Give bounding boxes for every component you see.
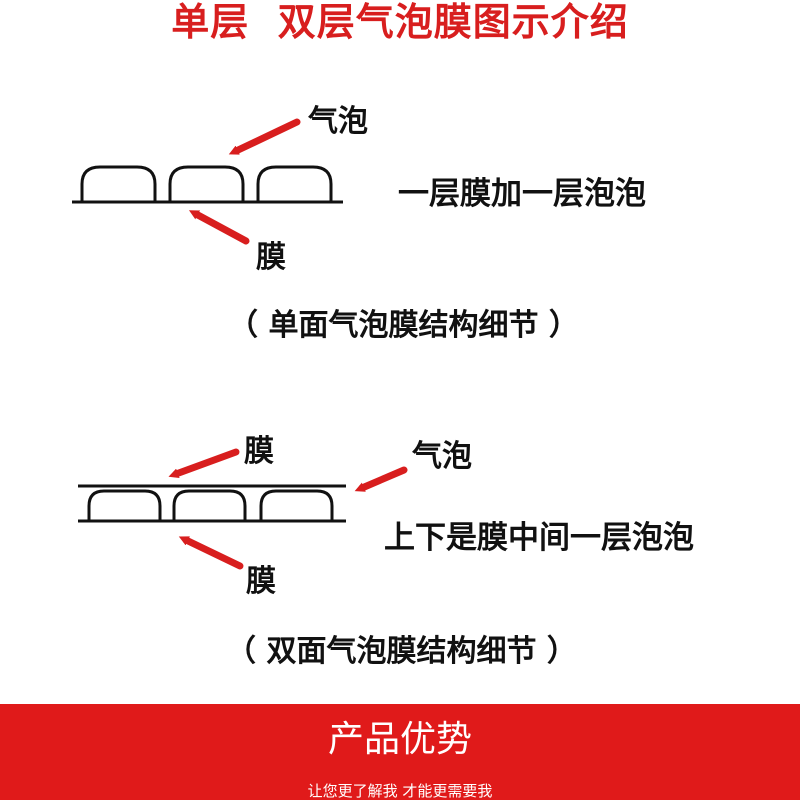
footer-title: 产品优势 bbox=[327, 719, 472, 760]
single-film-arrow bbox=[188, 210, 250, 245]
double-bubble-3 bbox=[259, 489, 334, 521]
page-title: 单层 双层气泡膜图示介绍 bbox=[171, 0, 629, 44]
double-layer-structure bbox=[78, 484, 346, 523]
single-layer-structure bbox=[72, 165, 343, 204]
double-caption: （ 双面气泡膜结构细节 ） bbox=[226, 634, 577, 669]
single-description: 一层膜加一层泡泡 bbox=[398, 176, 646, 212]
footer-banner: 产品优势 让您更了解我 才能更需要我 bbox=[0, 704, 800, 800]
double-description: 上下是膜中间一层泡泡 bbox=[384, 520, 694, 556]
single-bubble-arrow bbox=[228, 118, 301, 155]
single-bubble-3 bbox=[256, 165, 333, 202]
double-bubble-label: 气泡 bbox=[412, 439, 472, 474]
single-film-label: 膜 bbox=[256, 240, 286, 275]
double-film-top-label: 膜 bbox=[244, 434, 274, 469]
footer-subtitle: 让您更了解我 才能更需要我 bbox=[307, 782, 493, 800]
double-bubble-arrow bbox=[354, 466, 408, 492]
double-bubble-1 bbox=[87, 489, 162, 521]
single-bubble-2 bbox=[168, 165, 245, 202]
single-bubble-1 bbox=[80, 165, 157, 202]
single-caption: （ 单面气泡膜结构细节 ） bbox=[228, 308, 579, 343]
double-film-bottom-arrow bbox=[178, 536, 244, 570]
single-bubble-label: 气泡 bbox=[308, 104, 368, 139]
double-film-top-arrow bbox=[168, 448, 240, 479]
double-film-bottom-label: 膜 bbox=[246, 564, 276, 599]
double-bubble-2 bbox=[172, 489, 247, 521]
